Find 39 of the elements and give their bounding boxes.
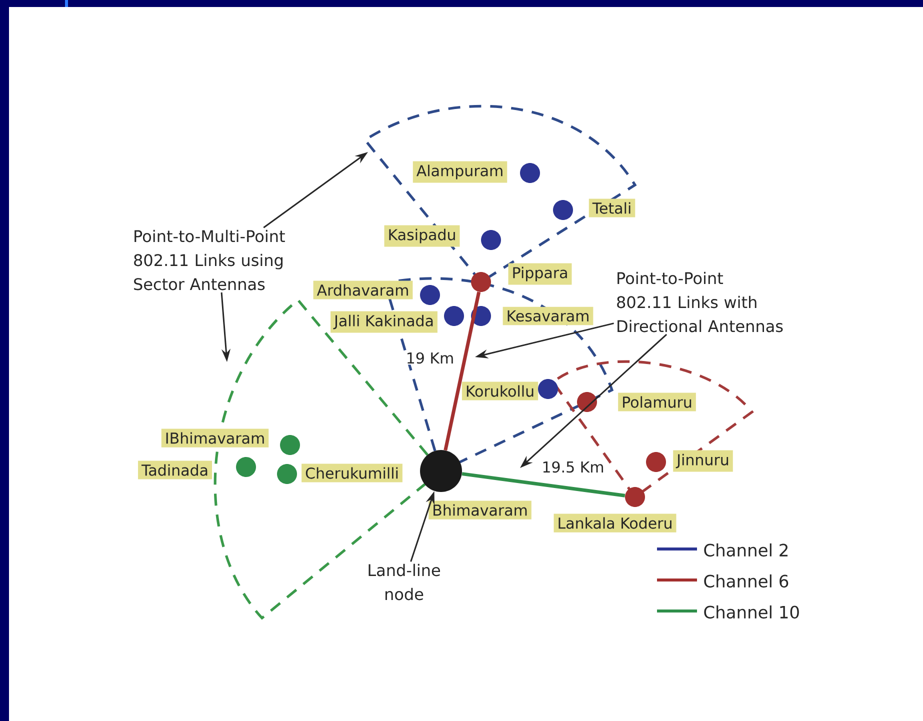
map-dot — [481, 230, 501, 250]
place-label: Korukollu — [462, 382, 538, 400]
map-dot — [280, 435, 300, 455]
place-label: IBhimavaram — [161, 428, 269, 448]
place-label: Ardhavaram — [313, 280, 413, 300]
map-dot — [420, 450, 462, 492]
annotation-text: Land-line node — [368, 564, 440, 600]
map-dot — [471, 272, 491, 292]
place-label: Tetali — [588, 198, 636, 218]
place-label: Alampuram — [412, 161, 508, 183]
place-label: Jalli Kakinada — [330, 311, 438, 333]
edge-label: 19.5 Km — [540, 460, 606, 474]
map-dot — [646, 452, 666, 472]
place-label: Tadinada — [138, 460, 212, 480]
map-dot — [444, 306, 464, 326]
place-label: Pippara — [508, 263, 572, 285]
place-label: Cherukumilli — [302, 464, 402, 482]
legend-text: Channel 6 — [704, 574, 788, 588]
map-dot — [471, 306, 491, 326]
place-label: Bhimavaram — [428, 500, 532, 520]
map-dot — [420, 285, 440, 305]
link-line — [444, 292, 481, 451]
annotation-text: Point-to-Multi-Point 802.11 Links using Sector Antennas — [134, 230, 285, 290]
place-label: Polamuru — [618, 392, 696, 412]
map-dot — [236, 457, 256, 477]
edge-label: 19 Km — [404, 351, 456, 365]
legend-text: Channel 2 — [704, 543, 788, 557]
map-dot — [625, 487, 645, 507]
map-dot — [538, 379, 558, 399]
place-label: Kasipadu — [384, 225, 460, 247]
place-label: Lankala Koderu — [554, 514, 676, 532]
map-dot — [553, 200, 573, 220]
map-dot — [277, 464, 297, 484]
place-label: Jinnuru — [673, 450, 733, 472]
map-dot — [520, 163, 540, 183]
legend-text: Channel 10 — [704, 605, 799, 619]
map-dot — [577, 392, 597, 412]
place-label: Kesavaram — [502, 306, 594, 326]
annotation-text: Point-to-Point 802.11 Links with Directional Antennas — [617, 272, 783, 332]
